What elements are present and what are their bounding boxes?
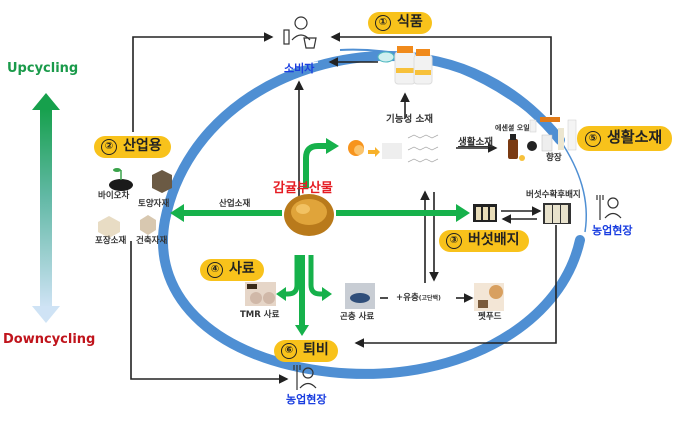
badge-text: 생활소재 [607, 128, 663, 146]
badge-mushroom-substrate: ③ 버섯배지 [439, 230, 529, 252]
orange-image [348, 140, 380, 157]
insect-feed-image [345, 283, 375, 309]
badge-number: ① [375, 15, 391, 31]
biochar-image [109, 168, 133, 191]
badge-text: 퇴비 [303, 342, 329, 358]
supplement-bottles-image [377, 46, 433, 85]
cosmetics-image [508, 117, 577, 161]
spent-substrate-image [543, 203, 571, 224]
construction-material-image [140, 215, 156, 235]
badge-food: ① 식품 [368, 12, 432, 34]
flow-lines [130, 32, 557, 384]
center-label: 감귤부산물 [273, 181, 333, 196]
consumer-label: 소비자 [284, 62, 315, 75]
larvae-label: +유충(고단백) [396, 294, 441, 303]
petfood-image [474, 283, 504, 311]
insect-feed-label: 곤충 사료 [340, 312, 375, 322]
farm-label-bottom: 농업현장 [286, 393, 327, 406]
functional-material-label: 기능성 소재 [386, 114, 434, 125]
spent-mushroom-label: 버섯수확후배지 [526, 190, 581, 200]
badge-compost: ⑥ 퇴비 [274, 340, 338, 362]
farm-label-right: 농업현장 [592, 224, 633, 237]
badge-number: ⑥ [281, 343, 297, 359]
tmr-feed-label: TMR 사료 [240, 310, 280, 320]
mushroom-substrate-image [473, 204, 497, 222]
green-arrowheads [170, 138, 470, 336]
badge-number: ⑤ [585, 131, 601, 147]
badge-number: ③ [446, 233, 462, 249]
downcycling-label: Downcycling [3, 332, 96, 347]
badge-text: 식품 [397, 14, 423, 30]
citrus-byproduct-image [284, 194, 334, 236]
fragrance-label: 향장 [546, 153, 562, 163]
larvae-text: +유충 [396, 293, 419, 303]
badge-text: 산업용 [123, 138, 162, 154]
green-arrows [182, 143, 458, 328]
upcycling-label: Upcycling [7, 61, 79, 76]
tmr-feed-image [245, 282, 276, 306]
biochar-label: 바이오차 [98, 191, 130, 201]
construction-label: 건축자재 [136, 236, 168, 246]
badge-number: ② [101, 139, 117, 155]
cycling-axis-arrow [32, 93, 60, 323]
soil-material-label: 토양자재 [138, 199, 170, 209]
petfood-label: 펫푸드 [478, 312, 502, 322]
farmer-icon [596, 195, 622, 220]
chemical-structure-image [382, 134, 439, 163]
badge-text: 버섯배지 [468, 232, 520, 248]
packaging-label: 포장소재 [95, 236, 127, 246]
badge-text: 사료 [229, 261, 255, 277]
soil-material-image [152, 170, 172, 193]
badge-industrial: ② 산업용 [94, 136, 171, 158]
larvae-note: (고단백) [418, 295, 441, 302]
packaging-image [98, 216, 120, 238]
industrial-material-label: 산업소재 [219, 199, 251, 209]
badge-number: ④ [207, 262, 223, 278]
consumer-icon [283, 16, 317, 49]
farmer-icon-bottom [293, 365, 317, 390]
essential-oil-label: 에센셜 오일 [495, 124, 530, 132]
living-material-label: 생활소재 [458, 137, 493, 148]
badge-living-material: ⑤ 생활소재 [577, 126, 673, 151]
badge-feed: ④ 사료 [200, 259, 264, 281]
